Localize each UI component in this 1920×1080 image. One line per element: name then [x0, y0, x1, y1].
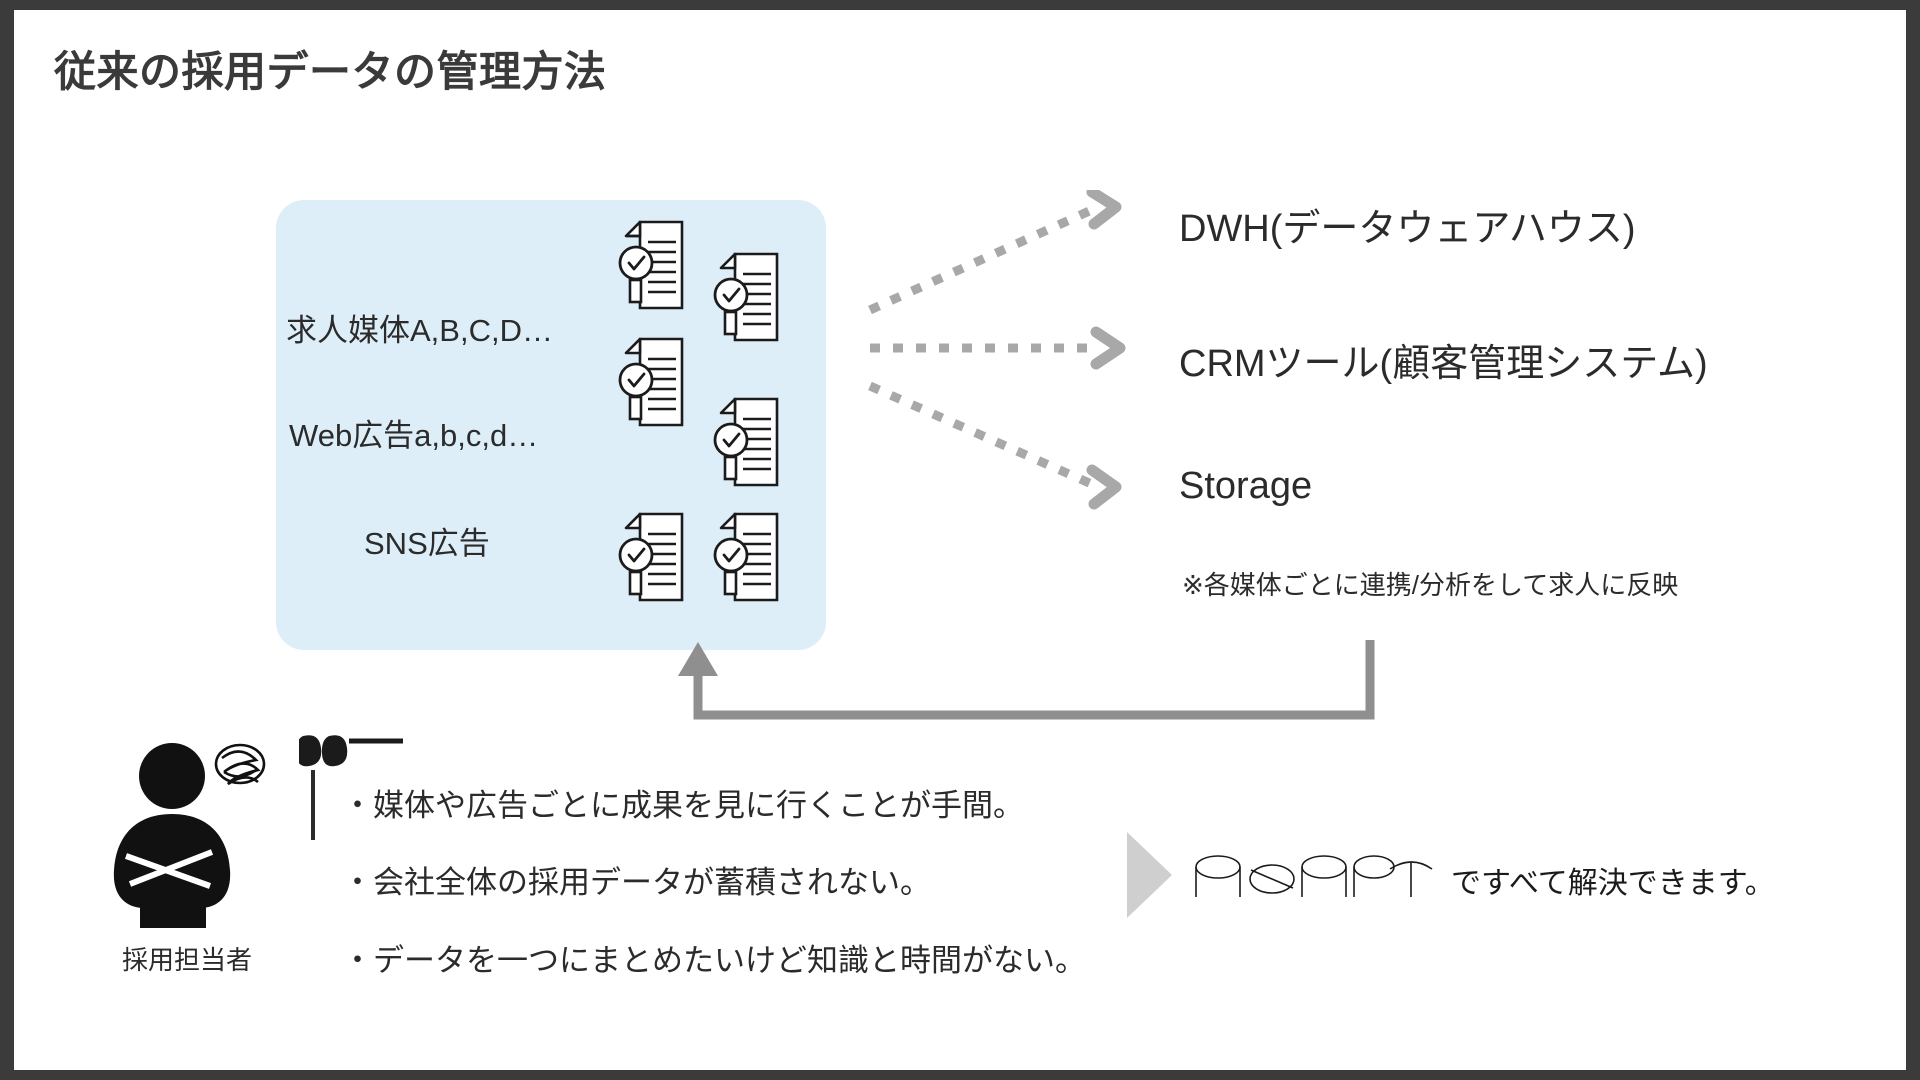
arrow-head-storage	[1086, 464, 1122, 510]
arrow-line-dwh	[868, 203, 1098, 315]
feedback-loop-arrow	[678, 640, 1375, 720]
quote-stem	[311, 770, 315, 840]
arrow-head-dwh	[1086, 190, 1122, 230]
scribble-thought-icon	[214, 743, 266, 786]
pain-point-item: ・媒体や広告ごとに成果を見に行くことが手間。	[342, 788, 1024, 823]
destination-label-dwh: DWH(データウェアハウス)	[1179, 208, 1636, 250]
destination-label-storage: Storage	[1179, 465, 1313, 507]
flow-arrows	[868, 190, 1126, 510]
source-label-web-ads: Web広告a,b,c,d…	[289, 418, 539, 453]
source-label-job-media: 求人媒体A,B,C,D…	[286, 313, 553, 348]
destination-label-crm: CRMツール(顧客管理システム)	[1179, 343, 1708, 385]
quotation-mark-icon	[299, 735, 403, 767]
document-search-check-icon	[713, 512, 779, 602]
document-search-check-icon	[618, 512, 684, 602]
arrow-head-crm	[1090, 326, 1126, 370]
asapt-logo	[1195, 855, 1433, 897]
person-crossed-arms-icon	[113, 743, 266, 928]
pain-point-item: ・会社全体の採用データが蓄積されない。	[342, 865, 931, 900]
flow-note: ※各媒体ごとに連携/分析をして求人に反映	[1182, 570, 1679, 600]
source-label-sns-ads: SNS広告	[364, 526, 490, 561]
document-search-check-icon	[713, 397, 779, 487]
loop-arrow-head	[678, 642, 718, 676]
arrow-line-storage	[868, 381, 1098, 491]
slide-canvas: 従来の採用データの管理方法 求人媒体A,B,C,D… Web広告a,b,c,d……	[14, 10, 1906, 1070]
persona-label: 採用担当者	[121, 945, 252, 975]
play-triangle-icon	[1127, 832, 1172, 918]
document-search-check-icon	[618, 337, 684, 427]
document-search-check-icon	[618, 220, 684, 310]
document-search-check-icon	[713, 252, 779, 342]
page-title: 従来の採用データの管理方法	[54, 48, 607, 95]
cta-text: ですべて解決できます。	[1451, 867, 1775, 900]
pain-point-item: ・データを一つにまとめたいけど知識と時間がない。	[342, 943, 1086, 978]
